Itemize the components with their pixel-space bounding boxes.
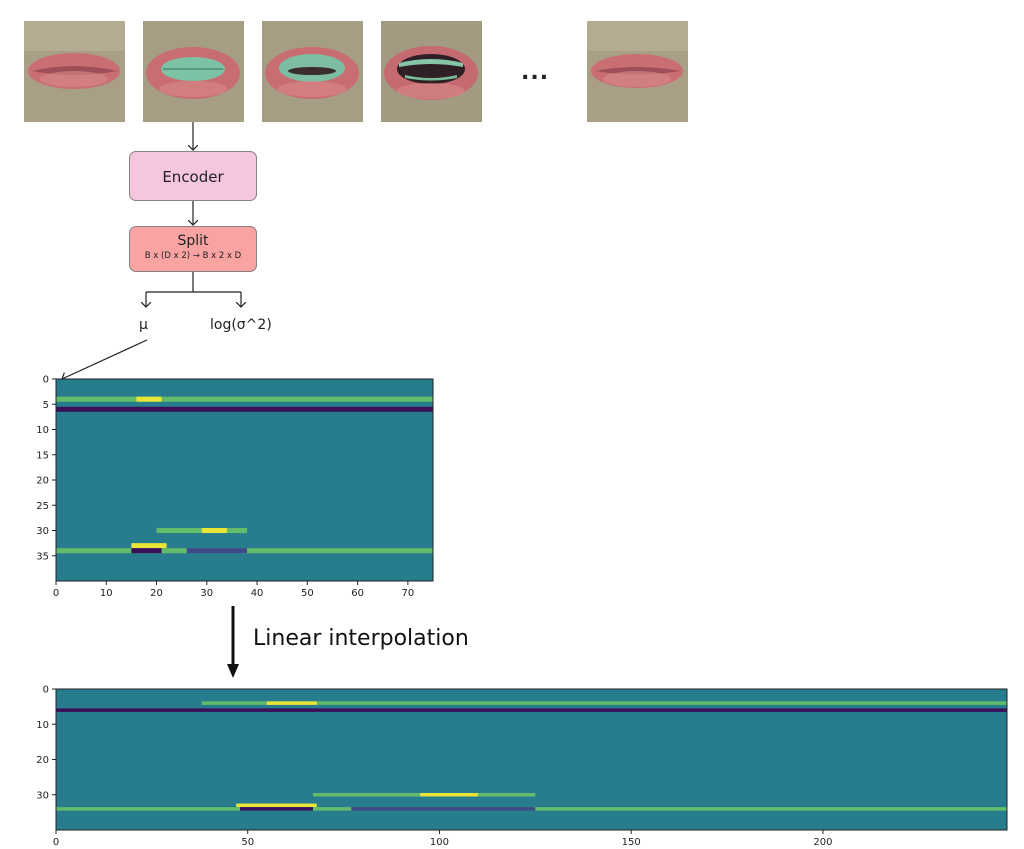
heatmap-band-1 xyxy=(266,701,317,705)
y-tick-label: 30 xyxy=(36,526,49,537)
heatmap-band-2 xyxy=(56,708,1007,712)
sequence-ellipsis: ... xyxy=(521,60,550,85)
heatmap-background xyxy=(56,379,433,581)
x-tick-label: 20 xyxy=(150,588,163,599)
heatmap-latent-mu: 0 10 20 30 40 50 60 70 0 5 10 15 20 25 30 35 xyxy=(36,375,434,599)
heatmap-band-5 xyxy=(131,543,167,549)
logvar-label: log(σ^2) xyxy=(210,317,272,333)
x-tick-label: 0 xyxy=(53,837,59,845)
heatmap-band-7 xyxy=(131,548,162,554)
heatmap-band-8 xyxy=(351,807,536,811)
split-block: Split B x (D x 2) → B x 2 x D xyxy=(129,226,257,272)
x-tick-label: 40 xyxy=(251,588,264,599)
heatmap-background xyxy=(56,689,1007,830)
encoder-label: Encoder xyxy=(162,168,224,186)
heatmap-band-2 xyxy=(56,406,433,412)
x-tick-label: 10 xyxy=(100,588,113,599)
split-label: Split xyxy=(177,233,209,249)
heatmap-band-5 xyxy=(236,803,317,808)
heatmap-band-0 xyxy=(201,701,1007,705)
y-tick-label: 10 xyxy=(36,720,49,731)
x-tick-label: 30 xyxy=(200,588,213,599)
y-tick-label: 20 xyxy=(36,755,49,766)
mouth-frame-last xyxy=(587,21,688,122)
mouth-frame-1 xyxy=(24,21,125,122)
x-tick-label: 60 xyxy=(351,588,364,599)
x-tick-label: 150 xyxy=(622,837,641,845)
heatmap-band-7 xyxy=(240,807,313,811)
heatmap-band-1 xyxy=(136,396,162,402)
x-tick-label: 50 xyxy=(241,837,254,845)
mouth-frame-2 xyxy=(143,21,244,122)
y-tick-label: 35 xyxy=(36,551,49,562)
split-sublabel: B x (D x 2) → B x 2 x D xyxy=(144,251,242,261)
x-tick-label: 100 xyxy=(430,837,449,845)
x-tick-label: 70 xyxy=(401,588,414,599)
y-tick-label: 0 xyxy=(43,685,49,696)
mouth-frame-4 xyxy=(381,21,482,122)
encoder-block: Encoder xyxy=(129,151,257,201)
heatmap-band-4 xyxy=(420,792,478,797)
arrow-interpolation-head xyxy=(227,664,239,678)
x-tick-label: 50 xyxy=(301,588,314,599)
y-tick-label: 10 xyxy=(36,425,49,436)
y-tick-label: 15 xyxy=(36,450,49,461)
mu-label: μ xyxy=(139,317,148,333)
y-tick-label: 5 xyxy=(43,400,49,411)
heatmap-interpolated: 0 50 100 150 200 0 10 20 30 xyxy=(36,685,1008,845)
y-tick-label: 20 xyxy=(36,476,49,487)
y-tick-label: 30 xyxy=(36,790,49,801)
interpolation-label: Linear interpolation xyxy=(253,626,469,651)
heatmap-band-0 xyxy=(56,396,433,402)
mouth-frame-3 xyxy=(262,21,363,122)
y-tick-label: 25 xyxy=(36,501,49,512)
x-tick-label: 200 xyxy=(813,837,832,845)
y-tick-label: 0 xyxy=(43,375,49,386)
x-tick-label: 0 xyxy=(53,588,59,599)
heatmap-band-4 xyxy=(201,527,227,534)
heatmap-band-8 xyxy=(186,548,248,554)
